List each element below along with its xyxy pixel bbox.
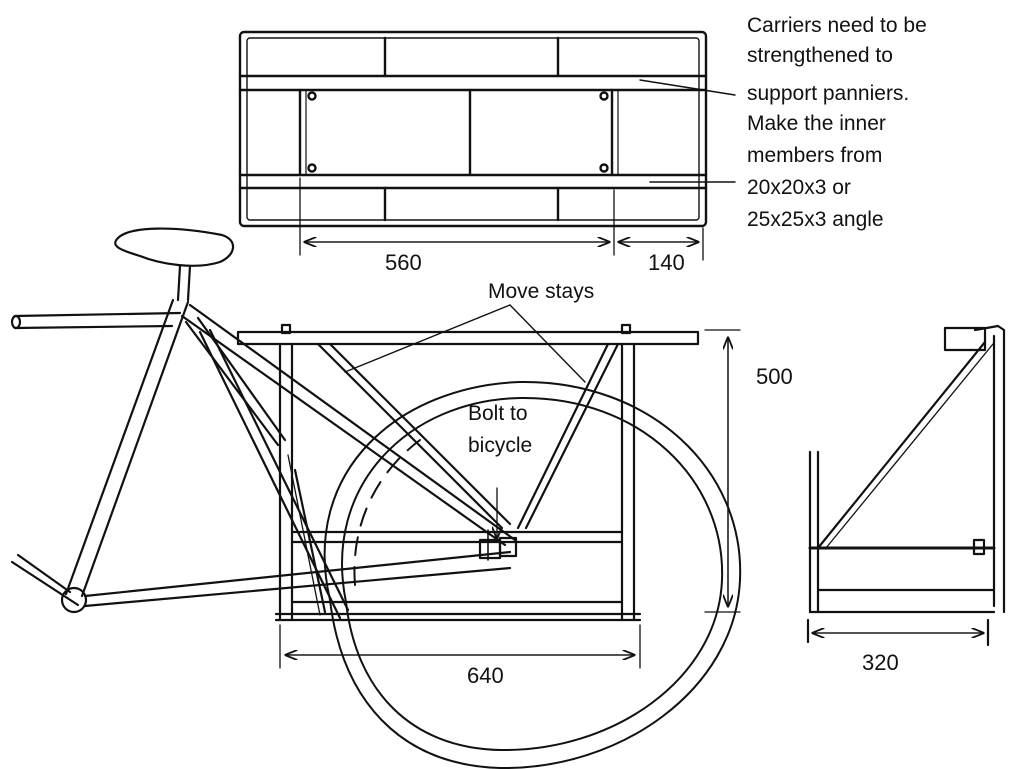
plan-view-carrier <box>238 30 736 228</box>
carrier-note-line-3: support panniers. <box>747 82 909 105</box>
plan-dimension-lines <box>299 177 704 261</box>
carrier-note-line-7: 25x25x3 angle <box>747 208 884 231</box>
carrier-note-line-2: strengthened to <box>747 44 893 67</box>
carrier-note-line-5: members from <box>747 144 882 167</box>
carrier-note-line-1: Carriers need to be <box>747 14 927 37</box>
dimension-140-label: 140 <box>648 250 685 275</box>
side-dimension-lines <box>279 329 741 669</box>
bicycle-frame <box>10 227 517 620</box>
dimension-640-label: 640 <box>467 663 504 688</box>
dimension-500-label: 500 <box>756 364 793 389</box>
bolt-to-label-line-1: Bolt to <box>468 402 528 425</box>
end-view-carrier <box>806 324 1006 647</box>
carrier-note-line-6: 20x20x3 or <box>747 176 851 199</box>
dimension-560-label: 560 <box>385 250 422 275</box>
bolt-to-label-line-2: bicycle <box>468 434 532 457</box>
move-stays-label: Move stays <box>488 280 594 303</box>
rear-wheel <box>323 380 742 769</box>
carrier-note-line-4: Make the inner <box>747 112 886 135</box>
dimension-320-label: 320 <box>862 650 899 675</box>
side-view-carrier <box>236 304 700 622</box>
